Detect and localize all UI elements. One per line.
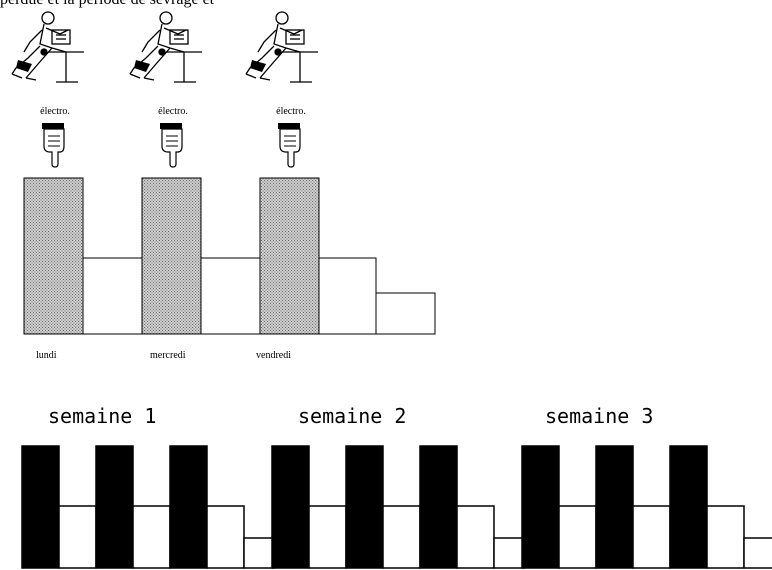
rest-block: [82, 257, 143, 335]
stimulation-block-monday: [23, 177, 84, 335]
stimulation-bar: [345, 445, 384, 569]
stimulation-block-wednesday: [141, 177, 202, 335]
top-caption: perdue et la période de sevrage et: [0, 0, 214, 9]
seated-person-icon: [245, 11, 318, 83]
rest-bar: [308, 505, 347, 569]
rest-bar: [456, 505, 495, 569]
day-label-wednesday: mercredi: [150, 350, 186, 361]
week-label-1: semaine 1: [48, 404, 157, 428]
rest-block: [200, 257, 261, 335]
day-label-friday: vendredi: [256, 350, 291, 361]
stimulation-bar: [21, 445, 60, 569]
stimulation-block-friday: [259, 177, 320, 335]
seated-person-icon: [129, 11, 202, 83]
week-label-3: semaine 3: [545, 404, 654, 428]
day-label-monday: lundi: [36, 350, 57, 361]
rest-bar: [382, 505, 421, 569]
weeks-step-diagram: [21, 445, 772, 569]
rest-bar: [706, 505, 745, 569]
weekend-bar: [743, 537, 772, 569]
weekend-block: [375, 292, 436, 335]
stimulation-label: électro.: [276, 106, 306, 117]
pointing-hand-icon: [278, 123, 301, 168]
stimulation-label: électro.: [158, 106, 188, 117]
stimulation-bar: [95, 445, 134, 569]
rest-bar: [206, 505, 245, 569]
stimulation-bar: [595, 445, 634, 569]
stimulation-label: électro.: [40, 106, 70, 117]
week-label-2: semaine 2: [298, 404, 407, 428]
rest-block: [318, 257, 377, 335]
stimulation-bar: [669, 445, 708, 569]
pointing-hand-icon: [42, 123, 65, 168]
pointing-hand-icon: [160, 123, 183, 168]
stimulation-bar: [419, 445, 458, 569]
stimulation-bar: [521, 445, 560, 569]
stimulation-bar: [169, 445, 208, 569]
rest-bar: [558, 505, 597, 569]
seated-person-icon: [11, 11, 84, 83]
weekend-bar: [493, 537, 525, 569]
weekend-bar: [243, 537, 275, 569]
stimulation-bar: [271, 445, 310, 569]
rest-bar: [58, 505, 97, 569]
rest-bar: [132, 505, 171, 569]
rest-bar: [632, 505, 671, 569]
